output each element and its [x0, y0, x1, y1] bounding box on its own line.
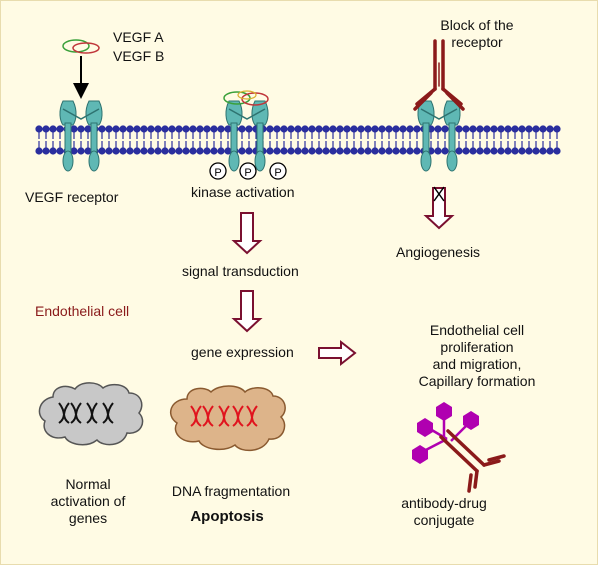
angiogenesis-label: Angiogenesis [396, 244, 481, 260]
blocked-mark-icon [433, 186, 445, 202]
process-arrow-icon [231, 212, 263, 255]
normal-activation-label: Normal activation of genes [50, 476, 126, 526]
proliferation-label: Endothelial cell proliferation and migra… [418, 322, 536, 389]
dna-helix-icon [58, 402, 114, 424]
block-receptor-label: Block of the receptor [440, 17, 514, 50]
phosphate-group: P P P [209, 162, 287, 180]
dna-helix-icon [190, 405, 258, 427]
vegf-ligand-icon [62, 39, 100, 54]
antibody-drug-conjugate-icon [412, 402, 506, 493]
process-arrow-icon [423, 187, 455, 230]
process-arrow-icon [231, 290, 263, 333]
vegf-a-label: VEGF A [113, 29, 164, 45]
phosphate-icon: P [269, 162, 287, 180]
cell-membrane [35, 125, 561, 155]
apoptotic-nucleus-cloud [169, 385, 286, 452]
phosphate-icon: P [209, 162, 227, 180]
dna-fragmentation-label: DNA fragmentation [171, 483, 291, 499]
phosphate-icon: P [239, 162, 257, 180]
vegf-receptor-label: VEGF receptor [25, 189, 119, 205]
adc-label: antibody-drug conjugate [401, 495, 487, 528]
gene-expression-label: gene expression [191, 344, 294, 360]
svg-text:P: P [274, 167, 281, 179]
vegf-receptor-icon [225, 100, 269, 172]
vegf-receptor-icon [417, 100, 461, 172]
svg-text:P: P [244, 167, 251, 179]
process-arrow-right-icon [318, 339, 357, 367]
bound-vegf-ligand-icon [223, 90, 269, 106]
vegf-b-label: VEGF B [113, 48, 165, 64]
vegf-receptor-icon [59, 100, 103, 172]
blocking-antibody-icon [413, 39, 465, 111]
kinase-activation-label: kinase activation [191, 184, 295, 200]
signal-transduction-label: signal transduction [182, 263, 299, 279]
endothelial-cell-label: Endothelial cell [35, 303, 130, 319]
svg-text:P: P [214, 167, 221, 179]
apoptosis-label: Apoptosis [190, 508, 264, 525]
